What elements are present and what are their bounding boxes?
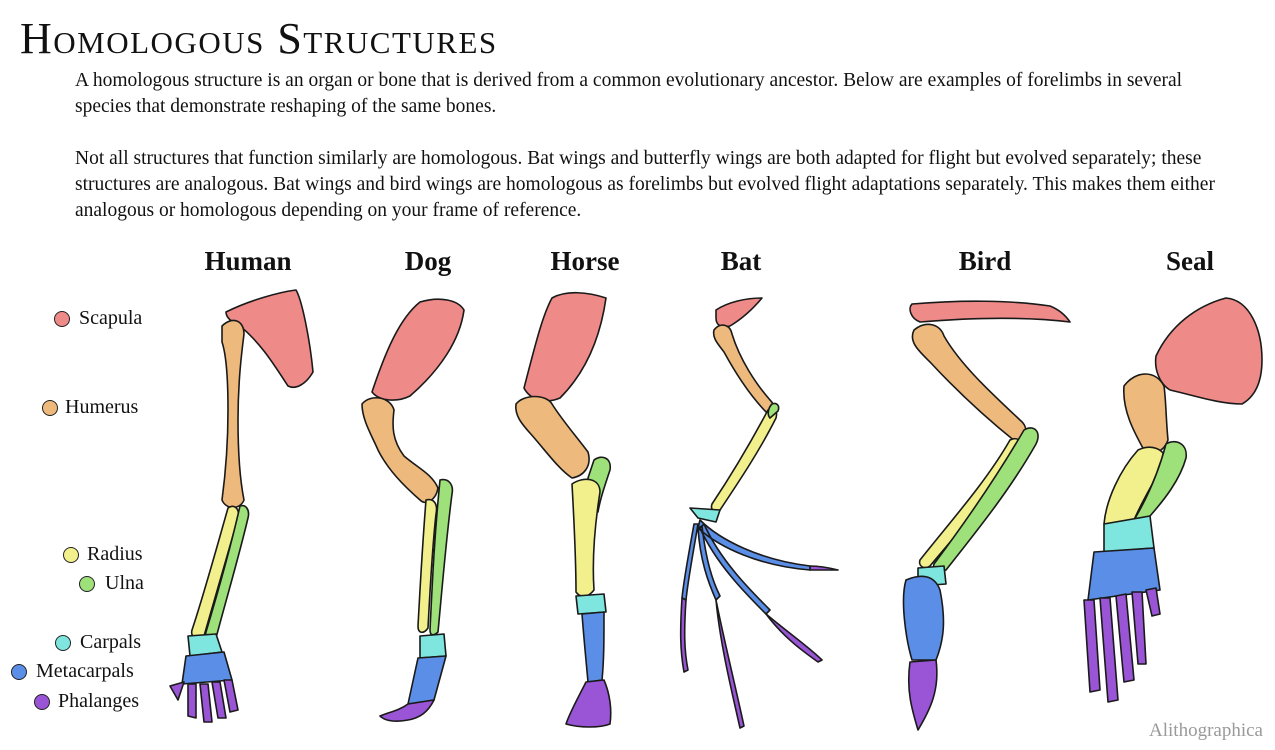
human-forelimb	[169, 289, 314, 723]
bat-forelimb	[679, 297, 839, 729]
horse-phalanges	[565, 679, 612, 728]
dog-scapula	[371, 298, 465, 401]
bird-scapula	[909, 300, 1071, 323]
metacarpals-swatch	[11, 664, 27, 680]
dog-forelimb	[361, 298, 465, 722]
legend-item-radius: Radius	[63, 543, 143, 566]
horse-carpals	[575, 593, 607, 615]
horse-scapula	[523, 291, 607, 402]
bird-humerus	[911, 323, 1027, 443]
legend-item-carpals: Carpals	[55, 631, 141, 654]
label-bird: Bird	[958, 246, 1012, 276]
bat-metacarpals	[681, 519, 811, 615]
bird-metacarpals	[902, 575, 945, 661]
bat-carpals	[689, 507, 721, 523]
radius-swatch	[63, 547, 79, 563]
dog-humerus	[361, 397, 439, 504]
phalanges-swatch	[34, 694, 50, 710]
label-dog: Dog	[404, 246, 452, 276]
label-human: Human	[204, 246, 292, 276]
intro-paragraph: A homologous structure is an organ or bo…	[75, 70, 1183, 117]
legend-item-scapula: Scapula	[54, 307, 142, 330]
seal-forelimb	[1083, 297, 1263, 703]
bat-humerus	[712, 324, 775, 415]
analogous-paragraph: Not all structures that function similar…	[75, 148, 1215, 221]
dog-metacarpals	[407, 655, 447, 705]
scapula-swatch	[54, 311, 70, 327]
bat-phalanges	[679, 565, 839, 729]
bat-scapula	[715, 297, 763, 328]
page-title: Homologous Structures	[20, 14, 498, 63]
dog-carpals	[419, 633, 447, 659]
seal-humerus	[1123, 373, 1169, 454]
dog-radius	[417, 498, 438, 634]
horse-humerus	[515, 395, 590, 479]
seal-phalanges	[1083, 587, 1161, 703]
legend-item-humerus: Humerus	[42, 396, 138, 419]
label-horse: Horse	[550, 246, 620, 276]
legend-item-ulna: Ulna	[79, 572, 144, 595]
legend-item-phalanges: Phalanges	[34, 690, 139, 713]
seal-radius	[1103, 446, 1167, 525]
seal-ulna	[1133, 440, 1187, 521]
legend-item-metacarpals: Metacarpals	[11, 660, 134, 683]
dog-phalanges	[379, 699, 435, 722]
horse-metacarpals	[581, 611, 605, 683]
human-humerus	[221, 319, 245, 509]
bird-phalanges	[907, 659, 938, 731]
ulna-swatch	[79, 576, 95, 592]
bird-ulna	[932, 427, 1039, 573]
dog-ulna	[429, 478, 454, 636]
horse-forelimb	[515, 291, 612, 728]
seal-metacarpals	[1087, 547, 1161, 601]
label-seal: Seal	[1165, 246, 1215, 276]
horse-radius	[571, 478, 601, 598]
bird-radius	[918, 437, 1023, 569]
human-phalanges	[169, 679, 239, 723]
bird-forelimb	[902, 300, 1071, 731]
humerus-swatch	[42, 400, 58, 416]
bat-ulna	[767, 402, 780, 419]
credit-watermark: Alithographica	[1149, 720, 1263, 741]
label-bat: Bat	[720, 246, 762, 276]
carpals-swatch	[55, 635, 71, 651]
bat-radius	[710, 407, 778, 512]
seal-scapula	[1154, 297, 1263, 405]
